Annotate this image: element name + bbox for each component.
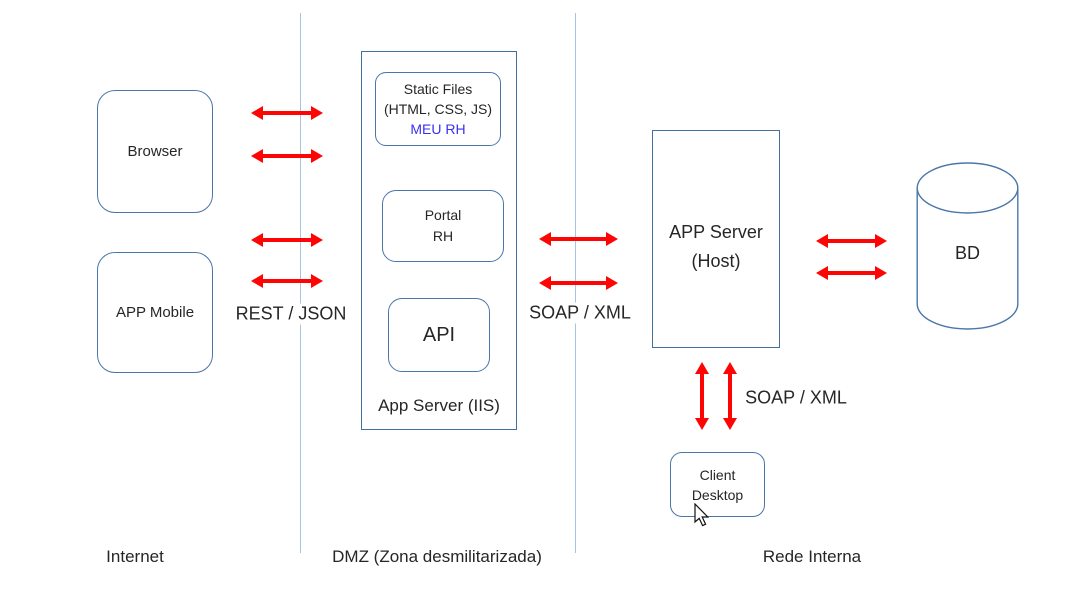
arrow-browser-iis-upper [251,106,323,120]
node-client-desktop: Client Desktop [670,452,765,517]
bd-label: BD [954,243,980,263]
zone-label-internet: Internet [106,547,164,566]
static-files-line2: (HTML, CSS, JS) [383,101,493,117]
database-cylinder-icon [916,162,1019,330]
iis-server-label: App Server (IIS) [378,396,500,415]
node-app-server-iis: Static Files (HTML, CSS, JS) MEU RH Port… [361,51,517,430]
arrow-shaft [261,111,313,115]
mouse-cursor-icon [694,503,710,527]
arrow-host-bd-upper [816,234,887,248]
arrow-host-client-left [695,362,709,430]
host-line2: (Host) [691,251,741,271]
node-app-mobile: APP Mobile [97,252,213,373]
arrow-host-bd-lower [816,266,887,280]
arrow-shaft [728,372,732,420]
static-files-meu-rh: MEU RH [410,121,466,137]
arrow-iis-host-lower [539,276,618,290]
arrow-shaft [261,238,313,242]
arrow-shaft [261,279,313,283]
arrow-mobile-iis-lower [251,274,323,288]
arrow-browser-iis-lower [251,149,323,163]
client-line1: Client [699,466,736,483]
host-line1: APP Server [669,222,763,242]
arrow-shaft [826,239,877,243]
edge-label-soap-xml-bottom: SOAP / XML [740,387,852,409]
node-browser-label: Browser [127,142,183,160]
zone-divider-internet-dmz [300,13,301,553]
edge-label-rest-json: REST / JSON [230,303,352,325]
node-bd-database: BD [916,162,1019,330]
arrow-host-client-right [723,362,737,430]
edge-label-soap-xml-mid: SOAP / XML [524,302,636,324]
zone-label-dmz: DMZ (Zona desmilitarizada) [332,547,542,566]
node-app-mobile-label: APP Mobile [115,303,195,321]
arrow-shaft [826,271,877,275]
arrow-iis-host-upper [539,232,618,246]
arrow-shaft [549,281,608,285]
arrow-shaft [261,154,313,158]
arrow-mobile-iis-upper [251,233,323,247]
zone-label-rede-interna: Rede Interna [762,547,862,566]
node-static-files: Static Files (HTML, CSS, JS) MEU RH [375,72,501,146]
client-line2: Desktop [691,486,744,503]
arrow-shaft [700,372,704,420]
node-portal-rh: Portal RH [382,190,504,262]
portal-line2: RH [432,228,454,244]
node-app-server-host: APP Server (Host) [652,130,780,348]
static-files-line1: Static Files [403,81,473,97]
arrow-shaft [549,237,608,241]
portal-line1: Portal [424,207,462,223]
node-api: API [388,298,490,372]
api-label: API [422,324,456,346]
node-browser: Browser [97,90,213,213]
